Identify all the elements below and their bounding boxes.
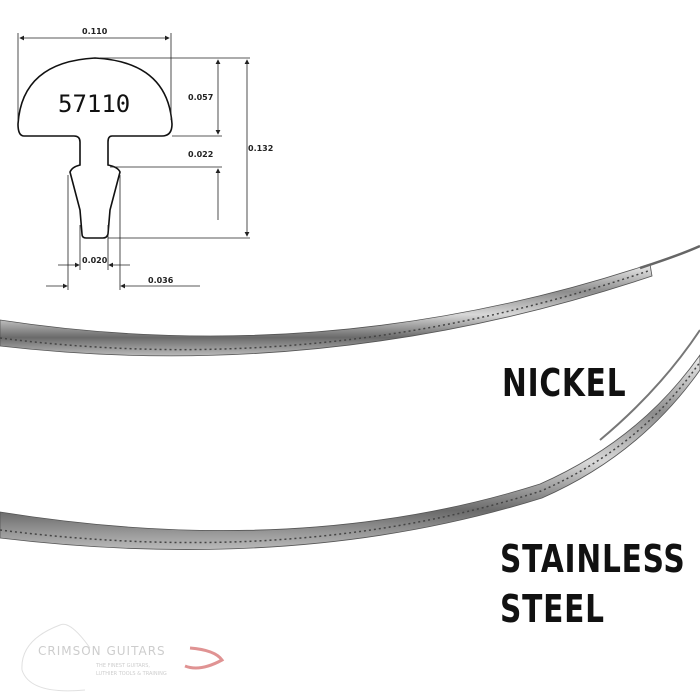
dim-tang-gap: 0.022 bbox=[188, 150, 213, 159]
dim-tang-width: 0.020 bbox=[82, 256, 108, 265]
dim-barb-width: 0.036 bbox=[148, 276, 174, 285]
nickel-fret-wire bbox=[0, 244, 700, 357]
svg-text:CRIMSON GUITARS: CRIMSON GUITARS bbox=[38, 644, 166, 658]
dim-total-height: 0.132 bbox=[248, 144, 273, 153]
dim-crown-width: 0.110 bbox=[82, 27, 108, 36]
dim-crown-height: 0.057 bbox=[188, 93, 213, 102]
svg-text:LUTHIER TOOLS & TRAINING: LUTHIER TOOLS & TRAINING bbox=[96, 671, 167, 677]
svg-text:THE FINEST GUITARS,: THE FINEST GUITARS, bbox=[95, 663, 150, 669]
stainless-label-line1: STAINLESS bbox=[500, 537, 686, 581]
nickel-label: NICKEL bbox=[502, 361, 627, 405]
crimson-guitars-logo: CRIMSON GUITARS THE FINEST GUITARS, LUTH… bbox=[21, 623, 225, 692]
fret-profile bbox=[17, 57, 173, 239]
stainless-label-line2: STEEL bbox=[500, 587, 605, 631]
part-number: 57110 bbox=[58, 90, 130, 118]
stainless-fret-wire bbox=[0, 329, 700, 550]
dimension-lines bbox=[17, 33, 250, 290]
